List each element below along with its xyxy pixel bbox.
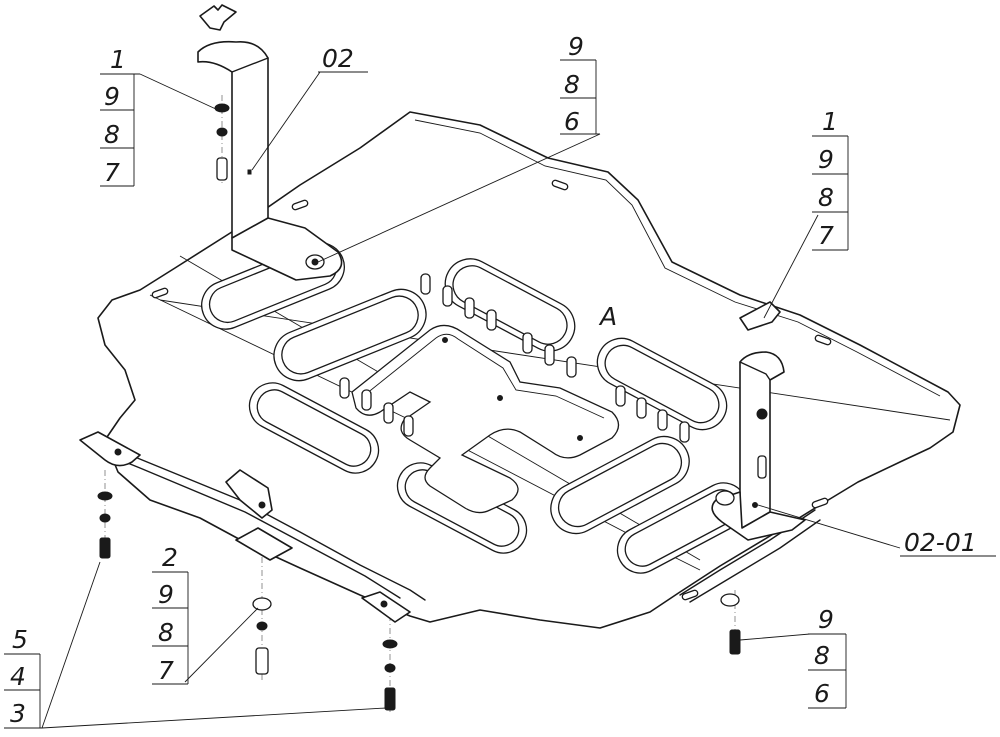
callout-label: 3 bbox=[10, 699, 26, 728]
callout-label: 2 bbox=[162, 543, 178, 572]
washer bbox=[214, 103, 230, 113]
callout-bracket-left: 02 bbox=[318, 44, 368, 73]
center-e-relief bbox=[351, 324, 620, 514]
callout-bracket-right: 02-01 bbox=[900, 528, 996, 557]
leader-lines bbox=[41, 71, 901, 729]
plate-mark: A bbox=[598, 302, 617, 331]
callout-label: 6 bbox=[814, 679, 830, 708]
callout-upper-right: 1 9 8 7 bbox=[812, 107, 849, 251]
bolt bbox=[216, 157, 228, 181]
callout-upper-left: 1 9 8 7 bbox=[100, 45, 140, 187]
callout-label: 6 bbox=[564, 107, 580, 136]
callout-label: 8 bbox=[564, 70, 580, 99]
callout-label: 8 bbox=[818, 183, 834, 212]
left-bracket bbox=[197, 4, 343, 281]
callout-label: 7 bbox=[158, 656, 174, 685]
callout-label: 02 bbox=[322, 44, 354, 73]
front-brackets bbox=[79, 431, 411, 623]
callout-label: 9 bbox=[158, 580, 174, 609]
callout-label: 5 bbox=[12, 625, 28, 654]
callout-label: 7 bbox=[104, 158, 120, 187]
callout-bottom-right: 9 8 6 bbox=[808, 605, 847, 709]
callout-top-center: 9 8 6 bbox=[560, 32, 600, 136]
callout-lower-middle: 2 9 8 7 bbox=[152, 543, 189, 685]
callout-label: 1 bbox=[822, 107, 838, 136]
callout-label: 8 bbox=[158, 618, 174, 647]
callout-label: 9 bbox=[818, 145, 834, 174]
callout-label: 8 bbox=[104, 120, 120, 149]
callout-label: 1 bbox=[110, 45, 126, 74]
callout-label: 9 bbox=[818, 605, 834, 634]
callout-label: 02-01 bbox=[904, 528, 977, 557]
callout-label: 9 bbox=[568, 32, 584, 61]
callout-bottom-left: 5 4 3 bbox=[4, 625, 42, 729]
callout-label: 8 bbox=[814, 641, 830, 670]
slots bbox=[151, 179, 832, 601]
stamped-reliefs bbox=[201, 242, 748, 574]
callout-label: 7 bbox=[818, 221, 834, 250]
callout-label: 9 bbox=[104, 82, 120, 111]
fasteners bbox=[97, 103, 741, 711]
right-bracket bbox=[711, 301, 806, 541]
callout-label: 4 bbox=[10, 662, 26, 691]
